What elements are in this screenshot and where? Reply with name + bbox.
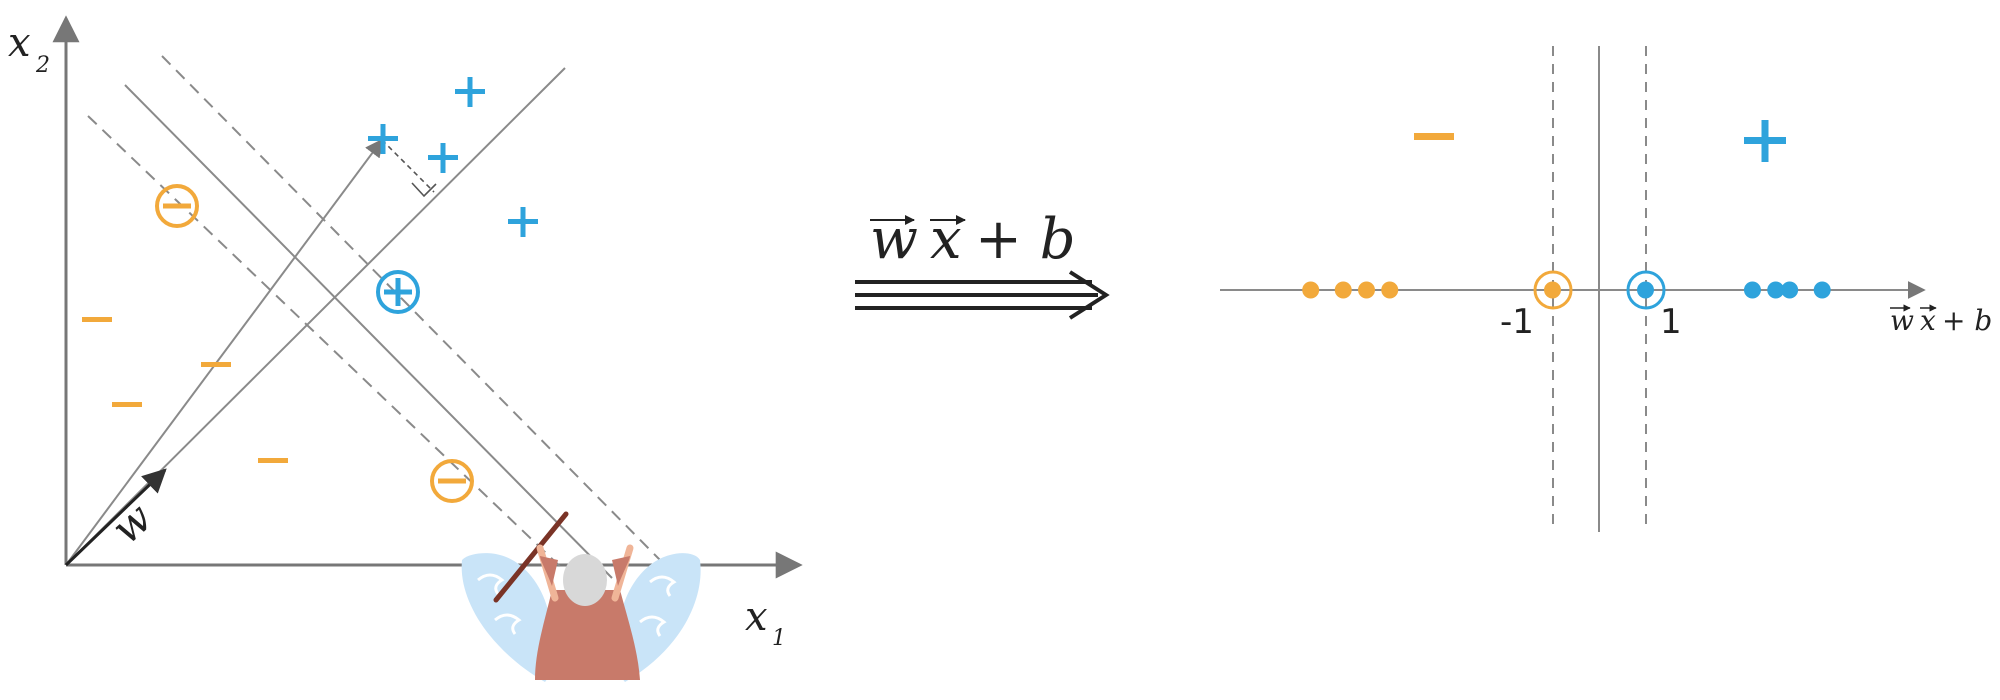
negative-support-vector: [155, 184, 199, 228]
wizard-hair: [563, 554, 607, 606]
negative-point: [82, 317, 112, 322]
positive-projection-point: [1813, 281, 1831, 299]
formula-x: x: [930, 207, 962, 272]
projection-dashed: [381, 139, 435, 193]
tick-label-pos: 1: [1660, 302, 1682, 342]
left-panel: x 2 x 1 w: [8, 15, 803, 682]
formula-w: w: [870, 207, 918, 272]
robe: [535, 590, 640, 680]
positive-projection-point: [1767, 281, 1785, 299]
negative-point: [201, 362, 231, 367]
positive-projection-point: [1781, 281, 1799, 299]
positive-points: [368, 77, 538, 237]
wave-left: [461, 553, 556, 682]
weight-vector: [64, 468, 167, 567]
x1-axis-subscript: 1: [772, 626, 786, 651]
weight-vector-label: w: [102, 493, 162, 554]
negative-projection-point: [1358, 281, 1375, 299]
negative-projection-point: [1334, 281, 1352, 299]
x1-axis-label: x: [745, 594, 768, 640]
positive-support-ring: [1626, 270, 1666, 310]
point-vector: [65, 138, 384, 566]
negative-support-vector: [430, 459, 474, 503]
positive-projection-point: [1743, 281, 1761, 299]
negative-points: [82, 317, 288, 463]
right-angle-marker: [411, 182, 437, 198]
right-panel: -1 1 w x + b: [1220, 46, 1992, 532]
negative-projection-point: [1302, 281, 1320, 299]
positive-region-symbol: [1744, 120, 1786, 162]
projection-axis-label-tail: + b: [1942, 304, 1992, 337]
wizard-illustration: [461, 511, 701, 682]
projection-axis-label-x: x: [1920, 304, 1936, 337]
negative-support-projection-point: [1544, 281, 1561, 299]
transform-arrow: w x + b: [855, 207, 1110, 320]
positive-support-projection-point: [1637, 281, 1654, 299]
x2-axis-subscript: 2: [35, 53, 50, 78]
projection-axis-label-w: w: [1890, 304, 1914, 337]
tick-label-neg: -1: [1500, 302, 1534, 342]
positive-point: [455, 77, 485, 107]
positive-point: [368, 124, 398, 154]
positive-point: [508, 207, 538, 237]
positive-point: [428, 143, 458, 173]
positive-support-vector: [376, 270, 420, 314]
staff: [493, 511, 569, 603]
x2-axis-label: x: [8, 20, 31, 66]
projection-direction-line: [65, 67, 566, 566]
implies-head: [1068, 270, 1110, 320]
projected-points: [1302, 281, 1831, 299]
negative-support-ring: [1533, 270, 1573, 310]
formula-tail: + b: [975, 207, 1076, 272]
decision-boundary: [124, 84, 613, 579]
margin-negative: [87, 115, 591, 596]
margin-positive: [161, 55, 661, 561]
negative-projection-point: [1381, 281, 1399, 299]
negative-point: [258, 458, 288, 463]
negative-point: [112, 402, 142, 407]
negative-region-symbol: [1414, 133, 1454, 140]
